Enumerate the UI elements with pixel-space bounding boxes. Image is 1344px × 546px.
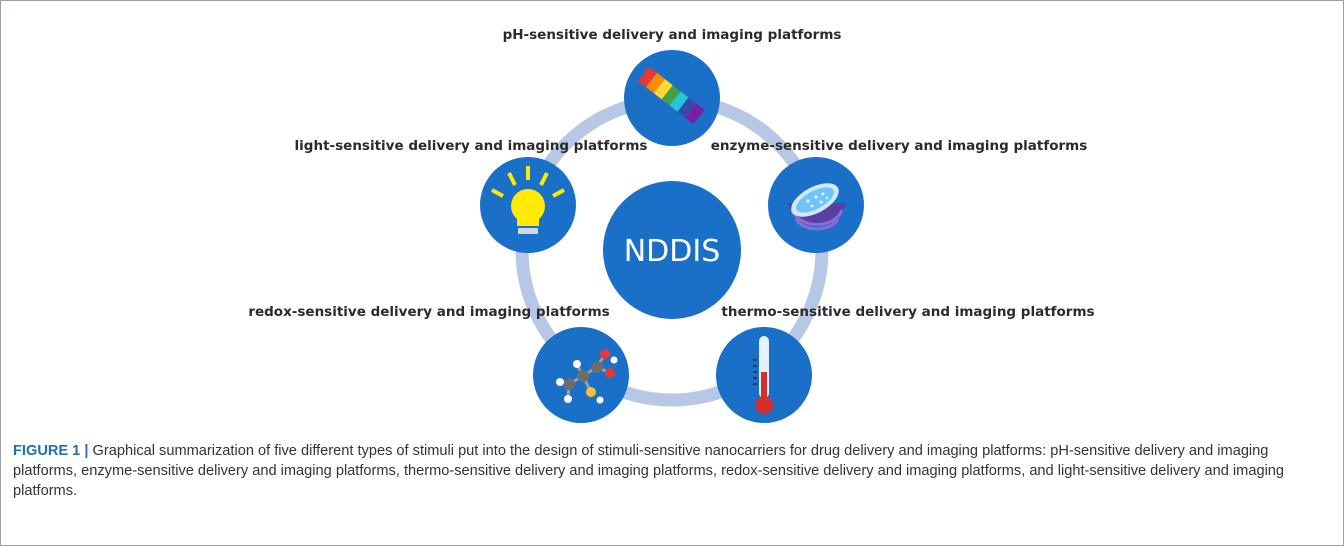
redox-node <box>533 327 629 423</box>
thermo-label: thermo-sensitive delivery and imaging pl… <box>721 304 1094 320</box>
center-label: NDDIS <box>624 234 721 269</box>
ph-color-strip-icon <box>638 66 705 125</box>
thermometer-icon <box>753 336 773 414</box>
caption-separator: | <box>84 443 89 459</box>
enzyme-cell-icon <box>788 183 846 231</box>
light-bulb-icon <box>491 166 565 234</box>
ph-label: pH-sensitive delivery and imaging platfo… <box>503 27 842 43</box>
figure-number: FIGURE 1 <box>13 443 81 459</box>
light-label: light-sensitive delivery and imaging pla… <box>295 138 648 154</box>
nddis-diagram: NDDIS pH-sensitive delivery and imaging … <box>248 27 1095 423</box>
enzyme-node <box>768 157 864 253</box>
molecule-icon <box>556 349 618 404</box>
center-node: NDDIS <box>603 181 741 319</box>
ph-node <box>624 50 720 146</box>
figure-caption: FIGURE 1 | Graphical summarization of fi… <box>13 441 1313 501</box>
enzyme-label: enzyme-sensitive delivery and imaging pl… <box>711 138 1088 154</box>
caption-text: Graphical summarization of five differen… <box>13 443 1285 499</box>
thermo-node <box>716 327 812 423</box>
light-node <box>480 157 576 253</box>
redox-label: redox-sensitive delivery and imaging pla… <box>248 304 609 320</box>
